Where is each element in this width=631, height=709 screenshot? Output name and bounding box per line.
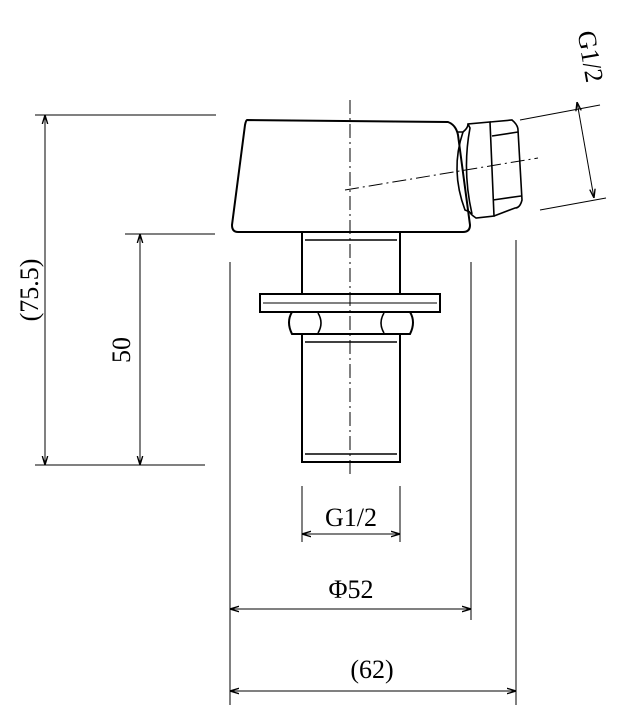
center-lines [344, 100, 539, 478]
dimension-body-diameter: Φ52 [229, 262, 472, 705]
dimension-outlet-thread: G1/2 [519, 28, 610, 211]
label-overall-width: (62) [350, 655, 393, 684]
dimension-bottom-thread: G1/2 [301, 486, 401, 542]
side-outlet-connector [456, 119, 523, 219]
label-height-thread: 50 [107, 337, 136, 363]
valve-body [230, 118, 472, 233]
lower-thread [301, 333, 401, 463]
label-body-diameter: Φ52 [328, 575, 373, 604]
label-outlet-thread: G1/2 [572, 28, 610, 84]
dimension-height-thread: 50 [107, 233, 215, 465]
dimension-height-total: (75.5) [15, 114, 216, 466]
lock-nut [288, 311, 414, 335]
threaded-stem [301, 231, 401, 295]
label-height-total: (75.5) [15, 259, 44, 322]
dimension-overall-width: (62) [230, 240, 517, 705]
label-bottom-thread: G1/2 [325, 503, 377, 532]
